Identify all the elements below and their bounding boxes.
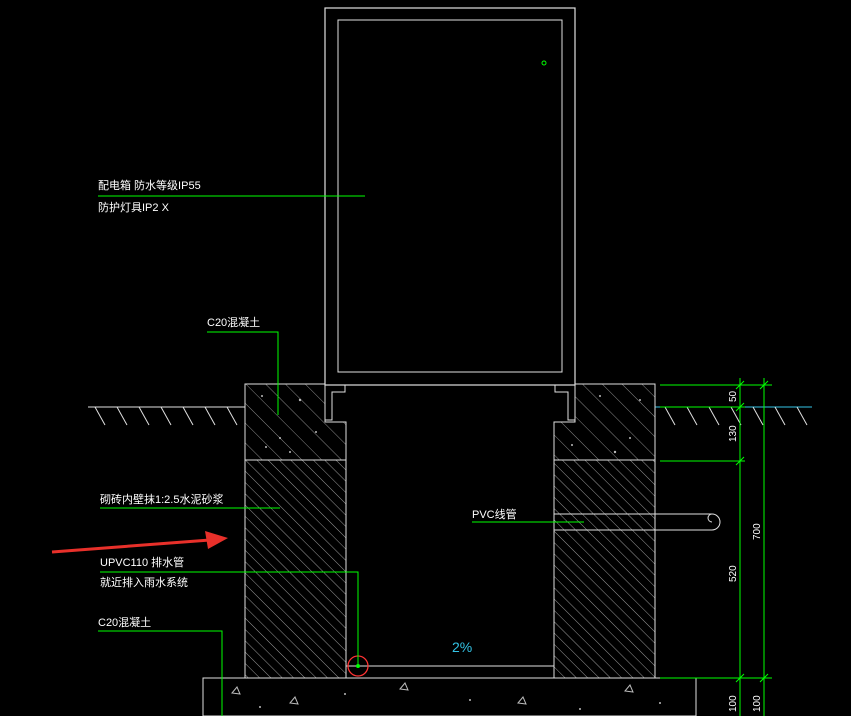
dimension-texts: 50 130 520 700 100 100	[728, 390, 763, 712]
right-brick-wall	[553, 459, 656, 679]
box-flanges	[324, 385, 576, 421]
annotations: 配电箱 防水等级IP55 防护灯具IP2 X C20混凝土 砌砖内壁抹1:2.5…	[98, 178, 517, 629]
drain-label-line1: UPVC110 排水管	[100, 555, 184, 569]
drain-label-line2: 就近排入雨水系统	[100, 575, 188, 589]
left-brick-wall	[244, 459, 347, 679]
foundation-slab	[202, 677, 697, 716]
dim-130: 130	[728, 425, 739, 442]
slope-label: 2%	[452, 639, 472, 655]
dim-100-b: 100	[752, 695, 763, 712]
box-label-line1: 配电箱 防水等级IP55	[98, 178, 201, 192]
right-concrete-cap	[553, 383, 656, 461]
ground-line	[88, 406, 812, 426]
wall-label: 砌砖内壁抹1:2.5水泥砂浆	[100, 492, 223, 506]
leader-lines	[98, 195, 584, 716]
box-label-line2: 防护灯具IP2 X	[98, 200, 170, 214]
dim-700: 700	[752, 523, 763, 540]
dim-520: 520	[728, 565, 739, 582]
dim-100-a: 100	[728, 695, 739, 712]
c20-bottom-label: C20混凝土	[98, 615, 151, 629]
c20-top-label: C20混凝土	[207, 315, 260, 329]
dimension-lines	[660, 378, 772, 716]
pvc-label: PVC线管	[472, 507, 517, 521]
red-arrow-icon	[51, 531, 228, 554]
pvc-conduit	[554, 513, 721, 531]
dim-50: 50	[728, 390, 739, 402]
left-concrete-cap	[244, 383, 347, 461]
